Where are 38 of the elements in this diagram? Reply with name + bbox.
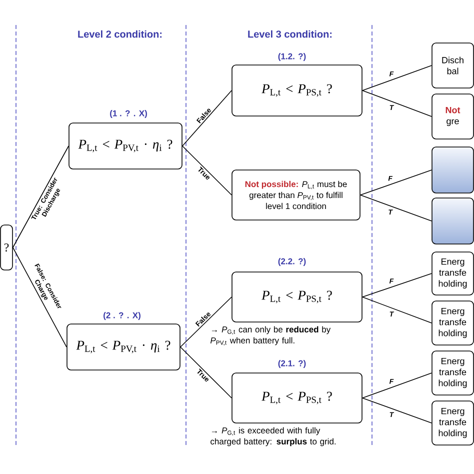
case-number: (1.2. ?) [278, 53, 306, 61]
connector-line [180, 346, 232, 398]
column-heading: Level 3 condition: [248, 30, 332, 38]
case-number: (2.1. ?) [278, 360, 306, 368]
condition-box: P$_{L,t}$ < P$_{PV,t}$ · η$_{i}$ ? [68, 122, 182, 170]
connector-line [360, 194, 432, 222]
connector-line [362, 273, 432, 298]
outcome-box: Energ transfe holding [432, 300, 474, 346]
connector-line [362, 90, 432, 117]
note-box: Not possible: P$_{L,t}$ must be greater than P$_{PV,t}$ to fulfill level 1 condition [232, 170, 360, 220]
connector-line [180, 296, 232, 348]
connector-line [360, 170, 432, 196]
condition-box: P$_{L,t}$ < P$_{PV,t}$ · η$_{i}$ ? [66, 324, 180, 370]
outcome-box: Energ transfe holding [432, 252, 474, 296]
outcome-box [432, 198, 474, 244]
outcome-box: Not gre [432, 94, 474, 140]
condition-box: P$_{L,t}$ < P$_{PS,t}$ ? [232, 272, 362, 322]
condition-box: P$_{L,t}$ < P$_{PS,t}$ ? [232, 64, 362, 116]
condition-box: ? [0, 224, 13, 270]
connector-line [12, 247, 67, 348]
connector-line [182, 146, 232, 196]
note-text: → P$_{G,t}$ can only be reduced by P$_{PV,t}$ when battery full. [210, 326, 331, 346]
connector-line [362, 296, 432, 324]
outcome-box: Energ transfe holding [432, 400, 474, 446]
outcome-box: Disch bal [432, 42, 474, 88]
outcome-box [432, 146, 474, 194]
connector-line [182, 90, 232, 146]
case-number: (1 . ? . X) [110, 110, 147, 118]
column-heading: Level 2 condition: [78, 30, 162, 38]
condition-box: P$_{L,t}$ < P$_{PS,t}$ ? [232, 372, 362, 424]
connector-line [362, 398, 432, 424]
connector-line [12, 146, 69, 248]
outcome-box: Energ transfe holding [432, 350, 474, 396]
case-number: (2.2. ?) [278, 258, 306, 266]
connector-line [362, 65, 432, 91]
connector-line [362, 372, 432, 398]
case-number: (2 . ? . X) [104, 312, 140, 320]
note-text: → P$_{G,t}$ is exceeded with fully charged battery: surplus to grid. [210, 427, 336, 446]
